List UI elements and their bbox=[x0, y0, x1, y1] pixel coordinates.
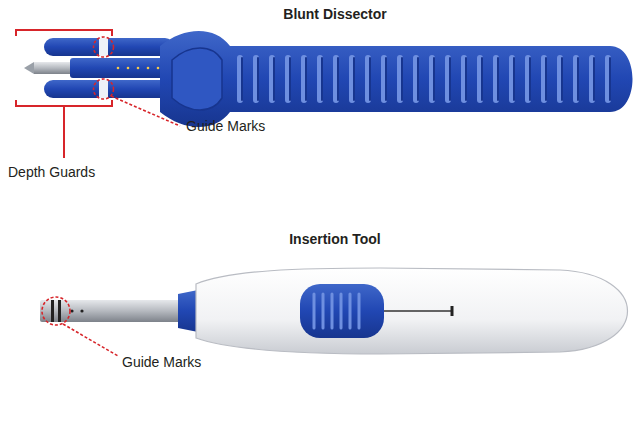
part-label: Depth Guards bbox=[8, 164, 95, 181]
handle-rib-shadow bbox=[321, 58, 323, 100]
tool-shaft bbox=[40, 300, 185, 322]
depth-guard-bottom bbox=[44, 80, 174, 98]
handle-rib bbox=[477, 58, 483, 100]
handle-rib bbox=[493, 58, 499, 100]
instrument-heading: Insertion Tool bbox=[289, 231, 381, 248]
button-grooves bbox=[314, 294, 359, 328]
handle-rib bbox=[269, 58, 275, 100]
core-dot bbox=[117, 67, 120, 70]
handle-rib-shadow bbox=[577, 58, 579, 100]
part-label: Guide Marks bbox=[186, 118, 265, 135]
handle-rib bbox=[573, 58, 579, 100]
handle-rib bbox=[557, 58, 563, 100]
handle-rib bbox=[429, 58, 435, 100]
dissector-core bbox=[70, 58, 170, 78]
handle-rib bbox=[317, 58, 323, 100]
handle-rib-shadow bbox=[449, 58, 451, 100]
handle-rib bbox=[541, 58, 547, 100]
blunt-dissector bbox=[24, 31, 633, 127]
handle-rib-shadow bbox=[273, 58, 275, 100]
shaft-dot bbox=[70, 309, 73, 312]
handle-rib bbox=[349, 58, 355, 100]
handle-rib bbox=[285, 58, 291, 100]
handle-rib bbox=[381, 58, 387, 100]
part-label: Guide Marks bbox=[122, 354, 201, 371]
core-dot bbox=[147, 67, 150, 70]
guide-mark-callout bbox=[94, 37, 181, 126]
handle-rib bbox=[253, 58, 259, 100]
handle-rib-shadow bbox=[369, 58, 371, 100]
handle-rib-shadow bbox=[401, 58, 403, 100]
handle-rib-shadow bbox=[417, 58, 419, 100]
button-groove bbox=[331, 294, 334, 328]
handle-rib-shadow bbox=[609, 58, 611, 100]
handle-rib-shadow bbox=[497, 58, 499, 100]
shaft-ring bbox=[51, 300, 54, 322]
handle-rib-shadow bbox=[545, 58, 547, 100]
handle-rib-shadow bbox=[337, 58, 339, 100]
needle-tip bbox=[24, 62, 34, 74]
handle-rib-shadow bbox=[561, 58, 563, 100]
handle-rib-shadow bbox=[465, 58, 467, 100]
tool-slider-button bbox=[300, 284, 384, 338]
guide-mark-callout bbox=[42, 297, 118, 356]
depth-guards-bracket bbox=[16, 30, 112, 158]
button-groove bbox=[313, 294, 316, 328]
dissector-handle bbox=[160, 31, 633, 127]
handle-rib-shadow bbox=[385, 58, 387, 100]
handle-rib-shadow bbox=[529, 58, 531, 100]
handle-rib-shadow bbox=[481, 58, 483, 100]
handle-rib bbox=[605, 58, 611, 100]
handle-rib bbox=[509, 58, 515, 100]
shaft-dot bbox=[80, 309, 83, 312]
handle-rib-shadow bbox=[289, 58, 291, 100]
handle-rib bbox=[461, 58, 467, 100]
handle-rib-shadow bbox=[433, 58, 435, 100]
shaft-ring bbox=[58, 300, 61, 322]
core-dots bbox=[117, 67, 160, 70]
handle-rib-shadow bbox=[353, 58, 355, 100]
tool-body bbox=[196, 268, 628, 354]
handle-rib bbox=[413, 58, 419, 100]
instrument-heading: Blunt Dissector bbox=[283, 6, 386, 23]
core-dot bbox=[157, 67, 160, 70]
insertion-tool bbox=[40, 268, 628, 354]
slider-slot bbox=[384, 310, 452, 312]
handle-rib bbox=[333, 58, 339, 100]
button-groove bbox=[340, 294, 343, 328]
depth-guard-top bbox=[44, 38, 174, 56]
guide-mark-band bbox=[99, 80, 108, 98]
guide-mark-band bbox=[99, 38, 108, 56]
handle-rib-shadow bbox=[241, 58, 243, 100]
handle-grip bbox=[172, 48, 222, 110]
handle-rib-shadow bbox=[257, 58, 259, 100]
tool-collar bbox=[178, 290, 198, 332]
handle-ribs bbox=[240, 58, 610, 100]
core-dot bbox=[137, 67, 140, 70]
handle-rib-shadow bbox=[305, 58, 307, 100]
button-groove bbox=[358, 294, 361, 328]
slot-stop bbox=[451, 306, 454, 316]
handle-rib-shadow bbox=[593, 58, 595, 100]
handle-rib-shadow bbox=[513, 58, 515, 100]
button-groove bbox=[322, 294, 325, 328]
handle-rib bbox=[397, 58, 403, 100]
handle-rib bbox=[237, 58, 243, 100]
handle-rib bbox=[525, 58, 531, 100]
handle-rib bbox=[365, 58, 371, 100]
handle-rib bbox=[589, 58, 595, 100]
handle-rib bbox=[445, 58, 451, 100]
button-groove bbox=[349, 294, 352, 328]
handle-rib bbox=[301, 58, 307, 100]
core-dot bbox=[127, 67, 130, 70]
